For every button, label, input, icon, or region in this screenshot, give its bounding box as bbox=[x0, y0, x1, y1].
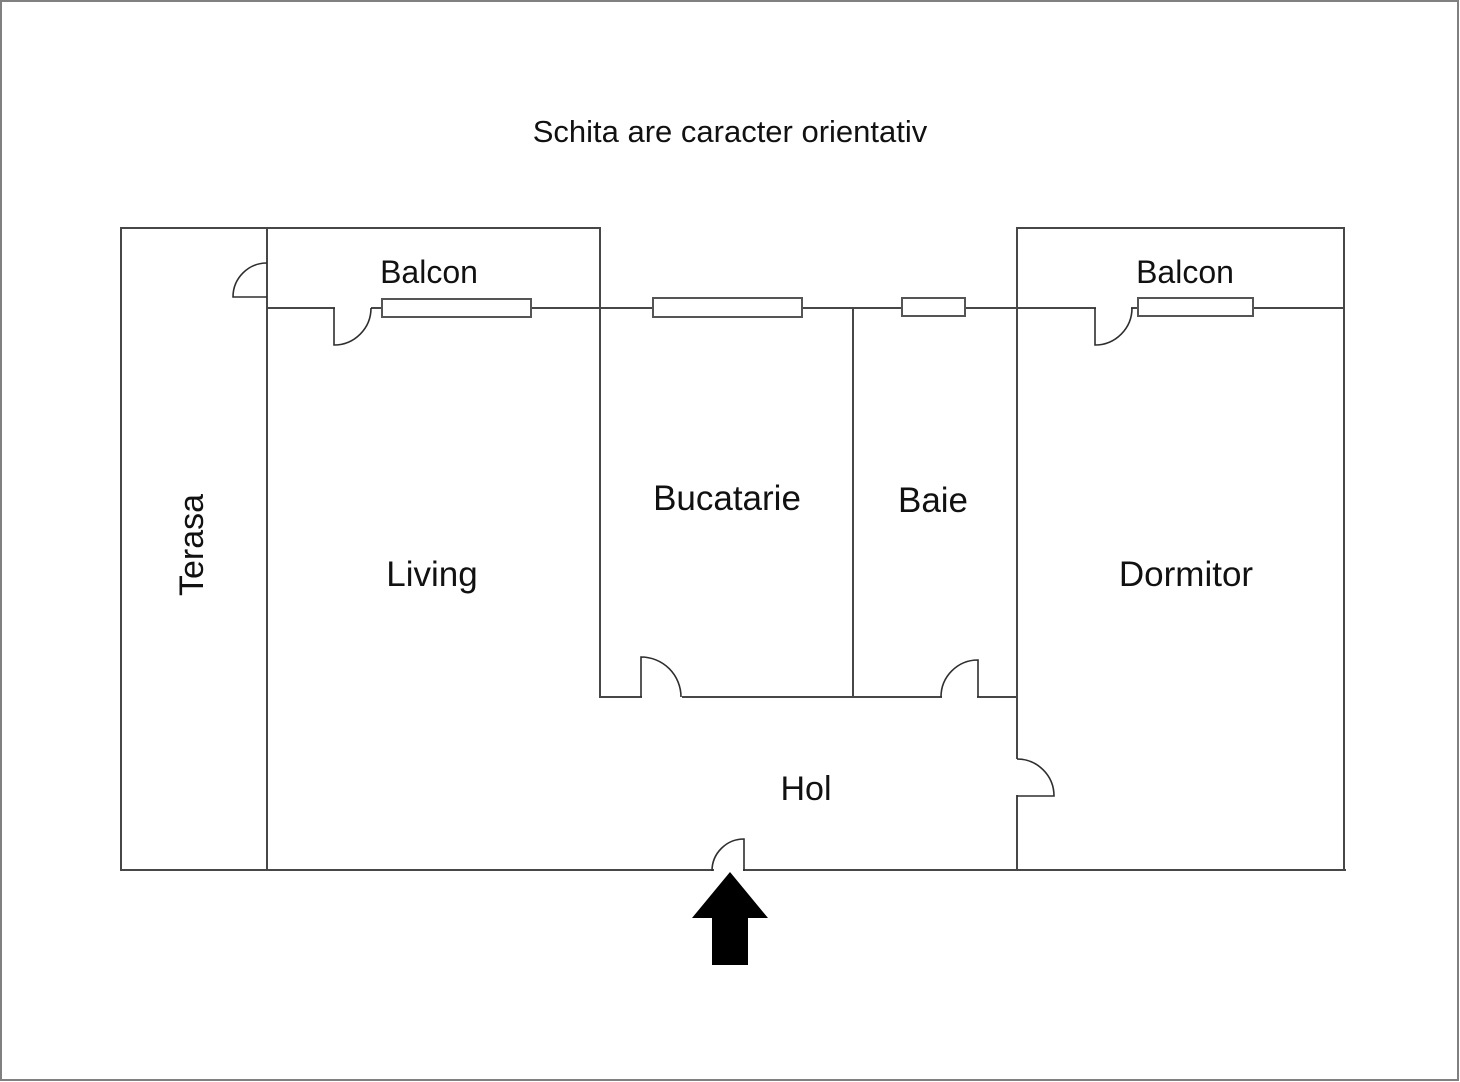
window-baie bbox=[901, 297, 966, 317]
room-label-terasa: Terasa bbox=[173, 494, 211, 596]
doors-group bbox=[232, 262, 1133, 872]
room-label-bucatarie: Bucatarie bbox=[653, 479, 801, 518]
door-terasa-balcon bbox=[232, 262, 268, 298]
door-dormitor-balcon bbox=[1094, 307, 1133, 346]
plan-title: Schita are caracter orientativ bbox=[533, 114, 928, 149]
door-living-balcon bbox=[333, 307, 372, 346]
walls-group bbox=[120, 227, 1346, 871]
window-balcon-left bbox=[381, 298, 532, 318]
door-baie bbox=[940, 659, 979, 698]
room-label-baie: Baie bbox=[898, 481, 968, 520]
room-label-hol: Hol bbox=[780, 770, 831, 808]
room-label-balcon-left: Balcon bbox=[380, 254, 478, 290]
labels-group: Schita are caracter orientativ Balcon Ba… bbox=[173, 114, 1253, 808]
room-label-dormitor: Dormitor bbox=[1119, 555, 1254, 594]
room-label-balcon-right: Balcon bbox=[1136, 254, 1234, 290]
room-label-living: Living bbox=[386, 555, 477, 594]
windows-group bbox=[381, 297, 1254, 318]
door-dormitor bbox=[1016, 758, 1055, 797]
window-balcon-right bbox=[1137, 297, 1254, 317]
door-entrance bbox=[711, 838, 745, 872]
entrance-arrow-icon bbox=[692, 872, 768, 965]
door-bucatarie bbox=[640, 656, 682, 698]
window-bucatarie bbox=[652, 297, 803, 318]
